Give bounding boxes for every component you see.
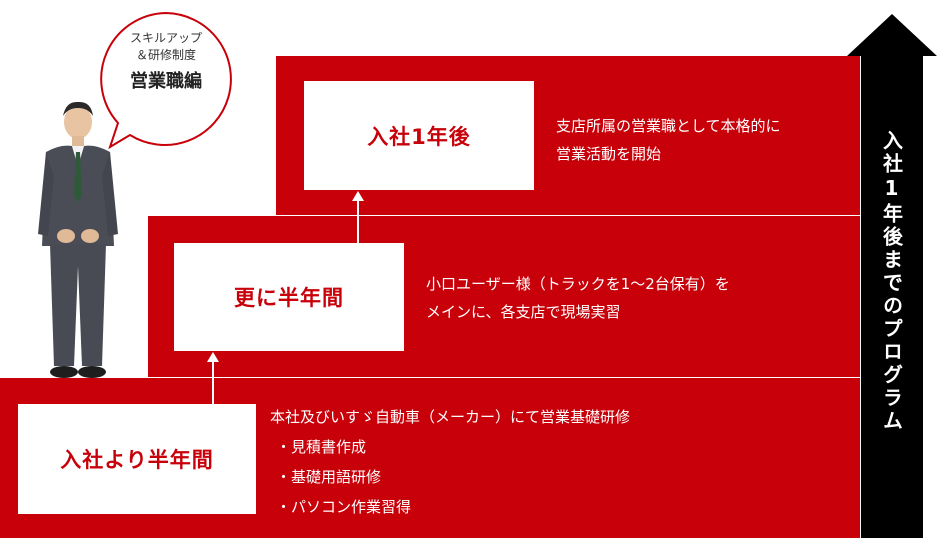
bubble-heading: 営業職編 [130,71,202,92]
step-2-title: 更に半年間 [174,243,404,351]
bullet-item: ・基礎用語研修 [276,468,382,486]
program-vertical-label: 入社1年後までのプログラム [879,130,904,433]
step-1-description: 本社及びいすゞ自動車（メーカー）にて営業基礎研修 ・見積書作成 ・基礎用語研修 … [270,402,630,522]
employee-photo [38,101,118,378]
step-3-description: 支店所属の営業職として本格的に 営業活動を開始 [556,112,781,168]
step-divider [148,377,860,378]
bullet-item: ・見積書作成 [276,438,367,456]
big-arrow-up-icon [847,14,937,538]
step-3-desc-line: 支店所属の営業職として本格的に [556,117,781,135]
step-2-desc-line: 小口ユーザー様（トラックを1～2台保有）を [426,275,730,293]
step-1-desc-line: 本社及びいすゞ自動車（メーカー）にて営業基礎研修 [270,408,631,426]
step-divider [276,215,860,216]
bubble-line: ＆研修制度 [135,48,196,62]
speech-bubble [100,11,232,149]
step-1-title: 入社より半年間 [18,404,256,514]
step-3-desc-line: 営業活動を開始 [556,145,662,163]
bubble-line: スキルアップ [129,31,202,45]
arrow-up-icon [352,191,364,201]
step-2-desc-line: メインに、各支店で現場実習 [426,303,621,321]
arrow-up-icon [207,352,219,362]
step-2-description: 小口ユーザー様（トラックを1～2台保有）を メインに、各支店で現場実習 [426,270,730,326]
connector-line [212,362,214,404]
bullet-item: ・パソコン作業習得 [276,498,412,516]
connector-line [357,200,359,243]
step-3-title: 入社1年後 [304,81,534,190]
bubble-text: スキルアップ ＆研修制度 営業職編 [100,30,232,96]
